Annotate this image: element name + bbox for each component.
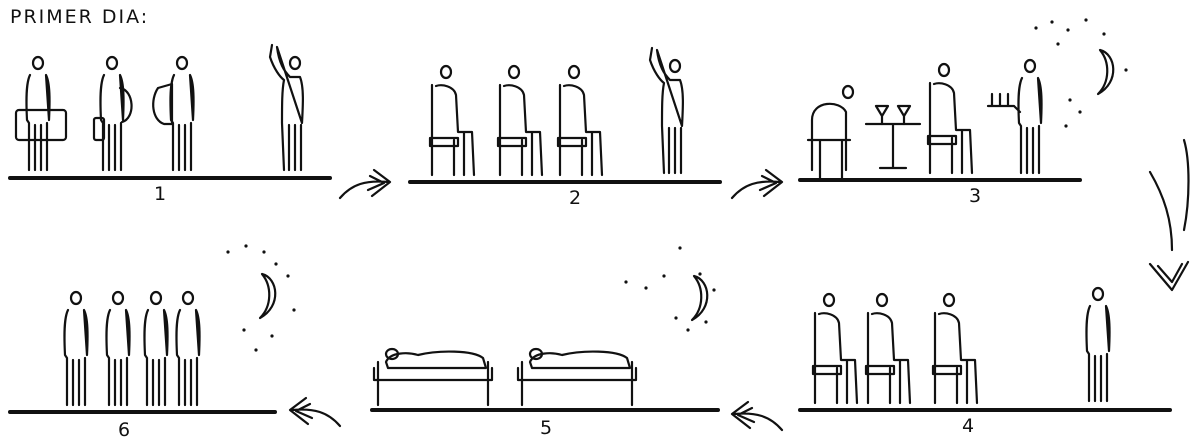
diagram-title: PRIMER DIA: [10,6,149,28]
scene-1: 1 [10,45,330,205]
figure-with-backpack [153,57,193,170]
scene-4: 4 [800,288,1170,437]
figure-with-bag [94,57,132,170]
standing-figure [176,292,199,405]
waving-figure [650,48,683,173]
standing-figure [64,292,87,405]
moon-icon [260,274,275,318]
scene-number: 6 [118,419,130,441]
armchair-figure [808,86,853,178]
arrow-down-icon [1150,140,1189,290]
seated-figure [430,66,474,175]
seated-figure [813,294,857,403]
arrow-right-icon [732,170,782,198]
figure-with-suitcase [16,57,66,170]
scene-3: 3 [800,18,1128,207]
waiter-figure [988,60,1042,173]
scene-number: 5 [540,417,552,439]
seated-figure [866,294,910,403]
scene-5: 5 [372,246,718,439]
seated-figure [928,64,972,173]
scene-6: 6 [10,244,296,441]
seated-figure [498,66,542,175]
seated-figure [558,66,602,175]
arrow-left-icon [732,402,782,430]
scene-2: 2 [410,48,720,209]
table-with-glasses [866,106,920,168]
arrow-right-icon [340,170,390,198]
arrow-left-icon [290,398,340,426]
scene-number: 1 [154,183,166,205]
waving-figure [270,45,303,170]
scene-number: 3 [969,185,981,207]
stars [226,244,295,351]
standing-figure [106,292,129,405]
standing-figure [1086,288,1109,401]
scene-number: 2 [569,187,581,209]
bed-with-sleeper [374,349,492,405]
seated-figure [933,294,977,403]
moon-icon [1098,50,1113,94]
stars [624,246,715,331]
moon-icon [692,276,707,320]
scene-number: 4 [962,415,974,437]
bed-with-sleeper [518,349,636,405]
standing-figure [144,292,167,405]
